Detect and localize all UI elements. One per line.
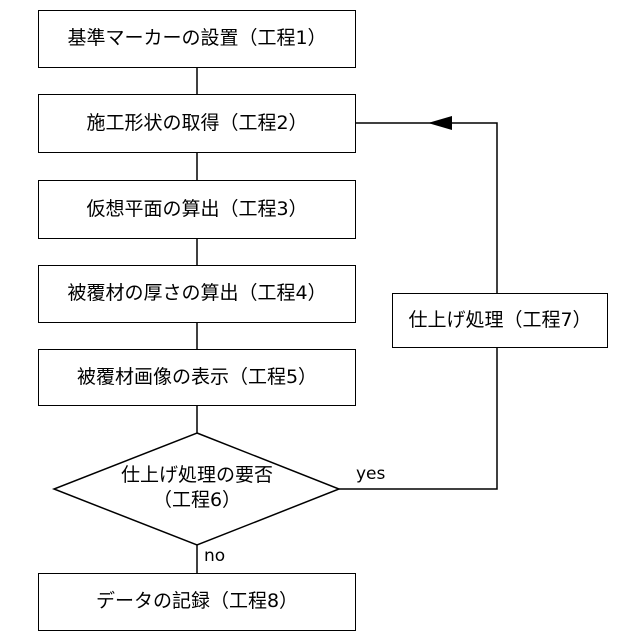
step5-box: 被覆材画像の表示（工程5）: [38, 349, 356, 406]
step6-label: 仕上げ処理の要否 （工程6）: [74, 463, 320, 512]
step7-box: 仕上げ処理（工程7）: [392, 293, 608, 348]
step6-label-line2: （工程6）: [74, 488, 320, 513]
step1-box: 基準マーカーの設置（工程1）: [38, 10, 356, 68]
connector-step7-to-step2: [356, 123, 497, 293]
no-label: no: [204, 546, 225, 566]
step8-box: データの記録（工程8）: [38, 573, 356, 631]
step4-box: 被覆材の厚さの算出（工程4）: [38, 265, 356, 323]
step3-box: 仮想平面の算出（工程3）: [38, 180, 356, 239]
step6-label-line1: 仕上げ処理の要否: [74, 463, 320, 488]
arrowhead-icon: [428, 116, 452, 130]
yes-label: yes: [356, 464, 385, 484]
step2-box: 施工形状の取得（工程2）: [38, 94, 356, 153]
